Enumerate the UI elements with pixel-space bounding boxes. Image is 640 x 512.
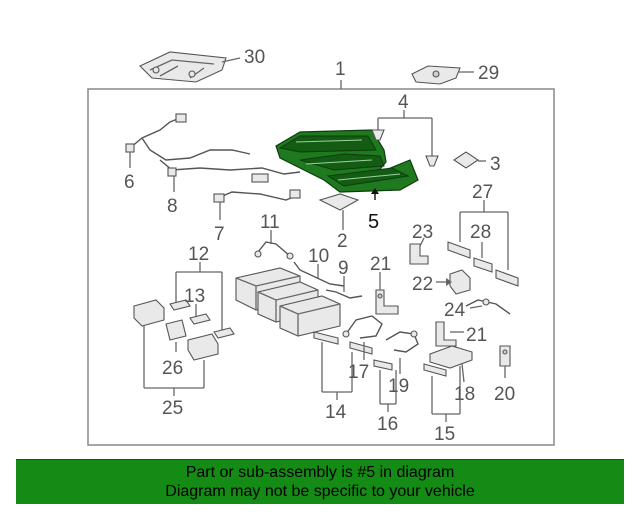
callout-1: 1 <box>335 59 346 80</box>
part-29-drawing[interactable] <box>411 65 461 85</box>
callout-24: 24 <box>444 300 466 321</box>
part-18-15-drawing[interactable] <box>423 345 473 377</box>
part-2-drawing[interactable] <box>318 193 360 211</box>
callout-25: 25 <box>162 398 183 419</box>
assembly-frame <box>87 88 555 446</box>
part-21-lower-drawing[interactable] <box>435 321 457 347</box>
callout-22: 22 <box>412 274 433 295</box>
callout-5-highlighted: 5 <box>368 211 379 233</box>
part-5-highlighted[interactable] <box>275 129 419 193</box>
part-20-drawing[interactable] <box>499 345 511 367</box>
callout-19: 19 <box>388 376 409 397</box>
callout-16: 16 <box>377 414 398 435</box>
part-30-drawing[interactable] <box>139 51 227 83</box>
callout-18: 18 <box>454 384 475 405</box>
callout-15: 15 <box>434 424 455 445</box>
callout-6: 6 <box>124 172 135 193</box>
part-25-26-drawing[interactable] <box>133 299 219 361</box>
callout-23: 23 <box>412 222 433 243</box>
callout-21-lower: 21 <box>466 325 487 346</box>
callout-4: 4 <box>398 92 409 113</box>
part-23-drawing[interactable] <box>409 243 429 265</box>
battery-modules-drawing[interactable] <box>235 267 341 337</box>
info-banner: Part or sub-assembly is #5 in diagram Di… <box>16 459 624 504</box>
part-16-19-drawing[interactable] <box>373 330 419 371</box>
callout-3: 3 <box>490 154 501 175</box>
part-22-drawing[interactable] <box>449 269 471 295</box>
part-3-drawing[interactable] <box>453 151 479 169</box>
callout-29: 29 <box>478 63 499 84</box>
callout-7: 7 <box>214 224 225 245</box>
part-11-drawing[interactable] <box>254 241 294 260</box>
callout-14: 14 <box>325 402 347 423</box>
part-17-drawing[interactable] <box>342 315 383 339</box>
part-21-upper-drawing[interactable] <box>375 289 399 315</box>
callout-17: 17 <box>348 362 369 383</box>
part-14-drawing[interactable] <box>313 331 373 355</box>
banner-line-part-info: Part or sub-assembly is #5 in diagram <box>185 464 455 481</box>
callout-2: 2 <box>337 231 348 252</box>
callout-28: 28 <box>470 222 491 243</box>
part-27-28-drawing[interactable] <box>447 241 519 287</box>
callout-8: 8 <box>167 196 178 217</box>
callout-9: 9 <box>338 258 349 279</box>
callout-13: 13 <box>184 286 205 307</box>
part-24-drawing[interactable] <box>465 298 511 315</box>
part-4-clips[interactable] <box>371 129 439 167</box>
callout-26: 26 <box>162 358 183 379</box>
callout-10: 10 <box>308 246 329 267</box>
callout-12: 12 <box>188 244 209 265</box>
part-10-9-drawing[interactable] <box>293 261 363 299</box>
banner-line-disclaimer: Diagram may not be specific to your vehi… <box>165 483 475 500</box>
callout-27: 27 <box>472 182 493 203</box>
callout-30: 30 <box>244 47 265 68</box>
callout-21-upper: 21 <box>370 254 391 275</box>
callout-20: 20 <box>494 384 515 405</box>
part-12-13-drawing[interactable] <box>169 299 235 339</box>
wire-harness-drawing[interactable] <box>125 113 301 203</box>
callout-11: 11 <box>260 212 280 233</box>
